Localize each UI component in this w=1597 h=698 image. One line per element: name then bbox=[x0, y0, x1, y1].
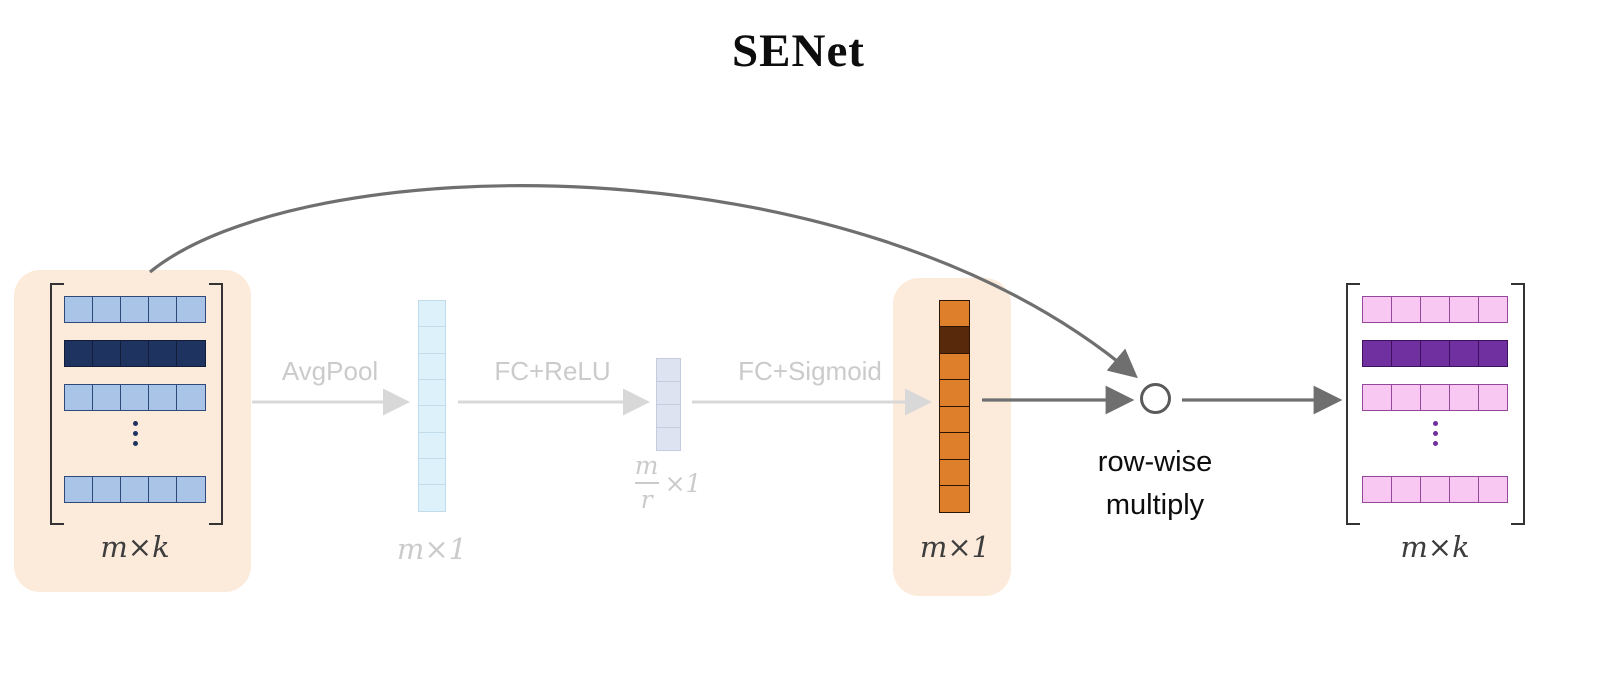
matrix-cell bbox=[939, 300, 970, 328]
matrix-cell bbox=[120, 340, 150, 367]
excitation-vector-label: m×1 bbox=[919, 530, 991, 564]
matrix-row bbox=[1362, 384, 1509, 411]
matrix-cell bbox=[92, 384, 122, 411]
matrix-cell bbox=[418, 457, 446, 486]
matrix-row bbox=[64, 476, 206, 503]
matrix-cell bbox=[939, 432, 970, 461]
matrix-cell bbox=[1448, 384, 1480, 411]
matrix-cell bbox=[176, 296, 206, 323]
matrix-cell bbox=[148, 340, 178, 367]
matrix-cell bbox=[939, 405, 970, 434]
input-matrix-bracket-left bbox=[50, 283, 64, 525]
matrix-cell bbox=[418, 300, 446, 328]
matrix-cell bbox=[939, 352, 970, 381]
pooled-vector bbox=[418, 300, 446, 512]
output-matrix-label: m×k bbox=[1400, 530, 1470, 564]
matrix-cell bbox=[656, 403, 681, 429]
matrix-row bbox=[1362, 340, 1509, 367]
matrix-cell bbox=[92, 476, 122, 503]
matrix-cell bbox=[64, 476, 94, 503]
matrix-cell bbox=[1390, 476, 1422, 503]
fraction-suffix: ×1 bbox=[664, 468, 702, 498]
excitation-vector bbox=[939, 300, 970, 513]
matrix-cell bbox=[418, 326, 446, 355]
matrix-cell bbox=[1419, 476, 1451, 503]
matrix-cell bbox=[148, 384, 178, 411]
matrix-cell bbox=[939, 326, 970, 355]
matrix-cell bbox=[1362, 476, 1393, 503]
fc-relu-label: FC+ReLU bbox=[494, 356, 611, 386]
multiply-node bbox=[1140, 383, 1171, 414]
matrix-cell bbox=[1419, 340, 1451, 367]
matrix-cell bbox=[148, 296, 178, 323]
fraction-bar bbox=[634, 482, 659, 484]
matrix-cell bbox=[418, 484, 446, 512]
matrix-row bbox=[64, 384, 206, 411]
matrix-cell bbox=[1477, 476, 1509, 503]
matrix-cell bbox=[92, 296, 122, 323]
matrix-cell bbox=[939, 379, 970, 408]
fraction-denominator: r bbox=[640, 485, 653, 514]
matrix-cell bbox=[148, 476, 178, 503]
output-matrix-bracket-left bbox=[1346, 283, 1360, 525]
matrix-cell bbox=[418, 405, 446, 434]
vertical-ellipsis-icon bbox=[133, 421, 138, 426]
matrix-cell bbox=[656, 426, 681, 451]
matrix-cell bbox=[939, 458, 970, 487]
multiply-label-line2: multiply bbox=[1105, 489, 1205, 521]
matrix-cell bbox=[1419, 296, 1451, 323]
input-matrix-label: m×k bbox=[100, 530, 170, 564]
matrix-cell bbox=[656, 380, 681, 406]
matrix-row bbox=[64, 340, 206, 367]
matrix-cell bbox=[176, 476, 206, 503]
matrix-cell bbox=[1362, 296, 1393, 323]
matrix-cell bbox=[1362, 340, 1393, 367]
matrix-cell bbox=[1477, 384, 1509, 411]
matrix-cell bbox=[1390, 340, 1422, 367]
fraction: m r bbox=[634, 450, 659, 514]
input-matrix-bracket-right bbox=[209, 283, 223, 525]
matrix-row bbox=[1362, 296, 1509, 323]
matrix-cell bbox=[1448, 296, 1480, 323]
matrix-cell bbox=[64, 384, 94, 411]
matrix-cell bbox=[1419, 384, 1451, 411]
fc-sigmoid-label: FC+Sigmoid bbox=[738, 356, 882, 386]
fraction-numerator: m bbox=[634, 450, 659, 480]
matrix-cell bbox=[418, 378, 446, 407]
matrix-cell bbox=[418, 431, 446, 460]
matrix-cell bbox=[1362, 384, 1393, 411]
matrix-cell bbox=[1477, 296, 1509, 323]
matrix-cell bbox=[1448, 476, 1480, 503]
matrix-cell bbox=[120, 384, 150, 411]
matrix-cell bbox=[656, 358, 681, 383]
matrix-cell bbox=[120, 476, 150, 503]
matrix-cell bbox=[64, 340, 94, 367]
bottleneck-vector bbox=[656, 358, 681, 451]
matrix-cell bbox=[939, 485, 970, 513]
matrix-cell bbox=[1390, 296, 1422, 323]
matrix-cell bbox=[418, 352, 446, 381]
output-matrix-bracket-right bbox=[1511, 283, 1525, 525]
diagram-title: SENet bbox=[732, 25, 865, 77]
matrix-row bbox=[64, 296, 206, 323]
matrix-cell bbox=[176, 340, 206, 367]
matrix-cell bbox=[1477, 340, 1509, 367]
matrix-cell bbox=[64, 296, 94, 323]
pooled-vector-label: m×1 bbox=[396, 532, 468, 566]
vertical-ellipsis-icon bbox=[1433, 421, 1438, 426]
matrix-row bbox=[1362, 476, 1509, 503]
matrix-cell bbox=[92, 340, 122, 367]
avgpool-label: AvgPool bbox=[281, 356, 379, 386]
matrix-cell bbox=[1448, 340, 1480, 367]
matrix-cell bbox=[176, 384, 206, 411]
matrix-cell bbox=[120, 296, 150, 323]
matrix-cell bbox=[1390, 384, 1422, 411]
multiply-label-line1: row-wise bbox=[1097, 446, 1213, 478]
bottleneck-vector-label: m r ×1 bbox=[608, 452, 728, 514]
